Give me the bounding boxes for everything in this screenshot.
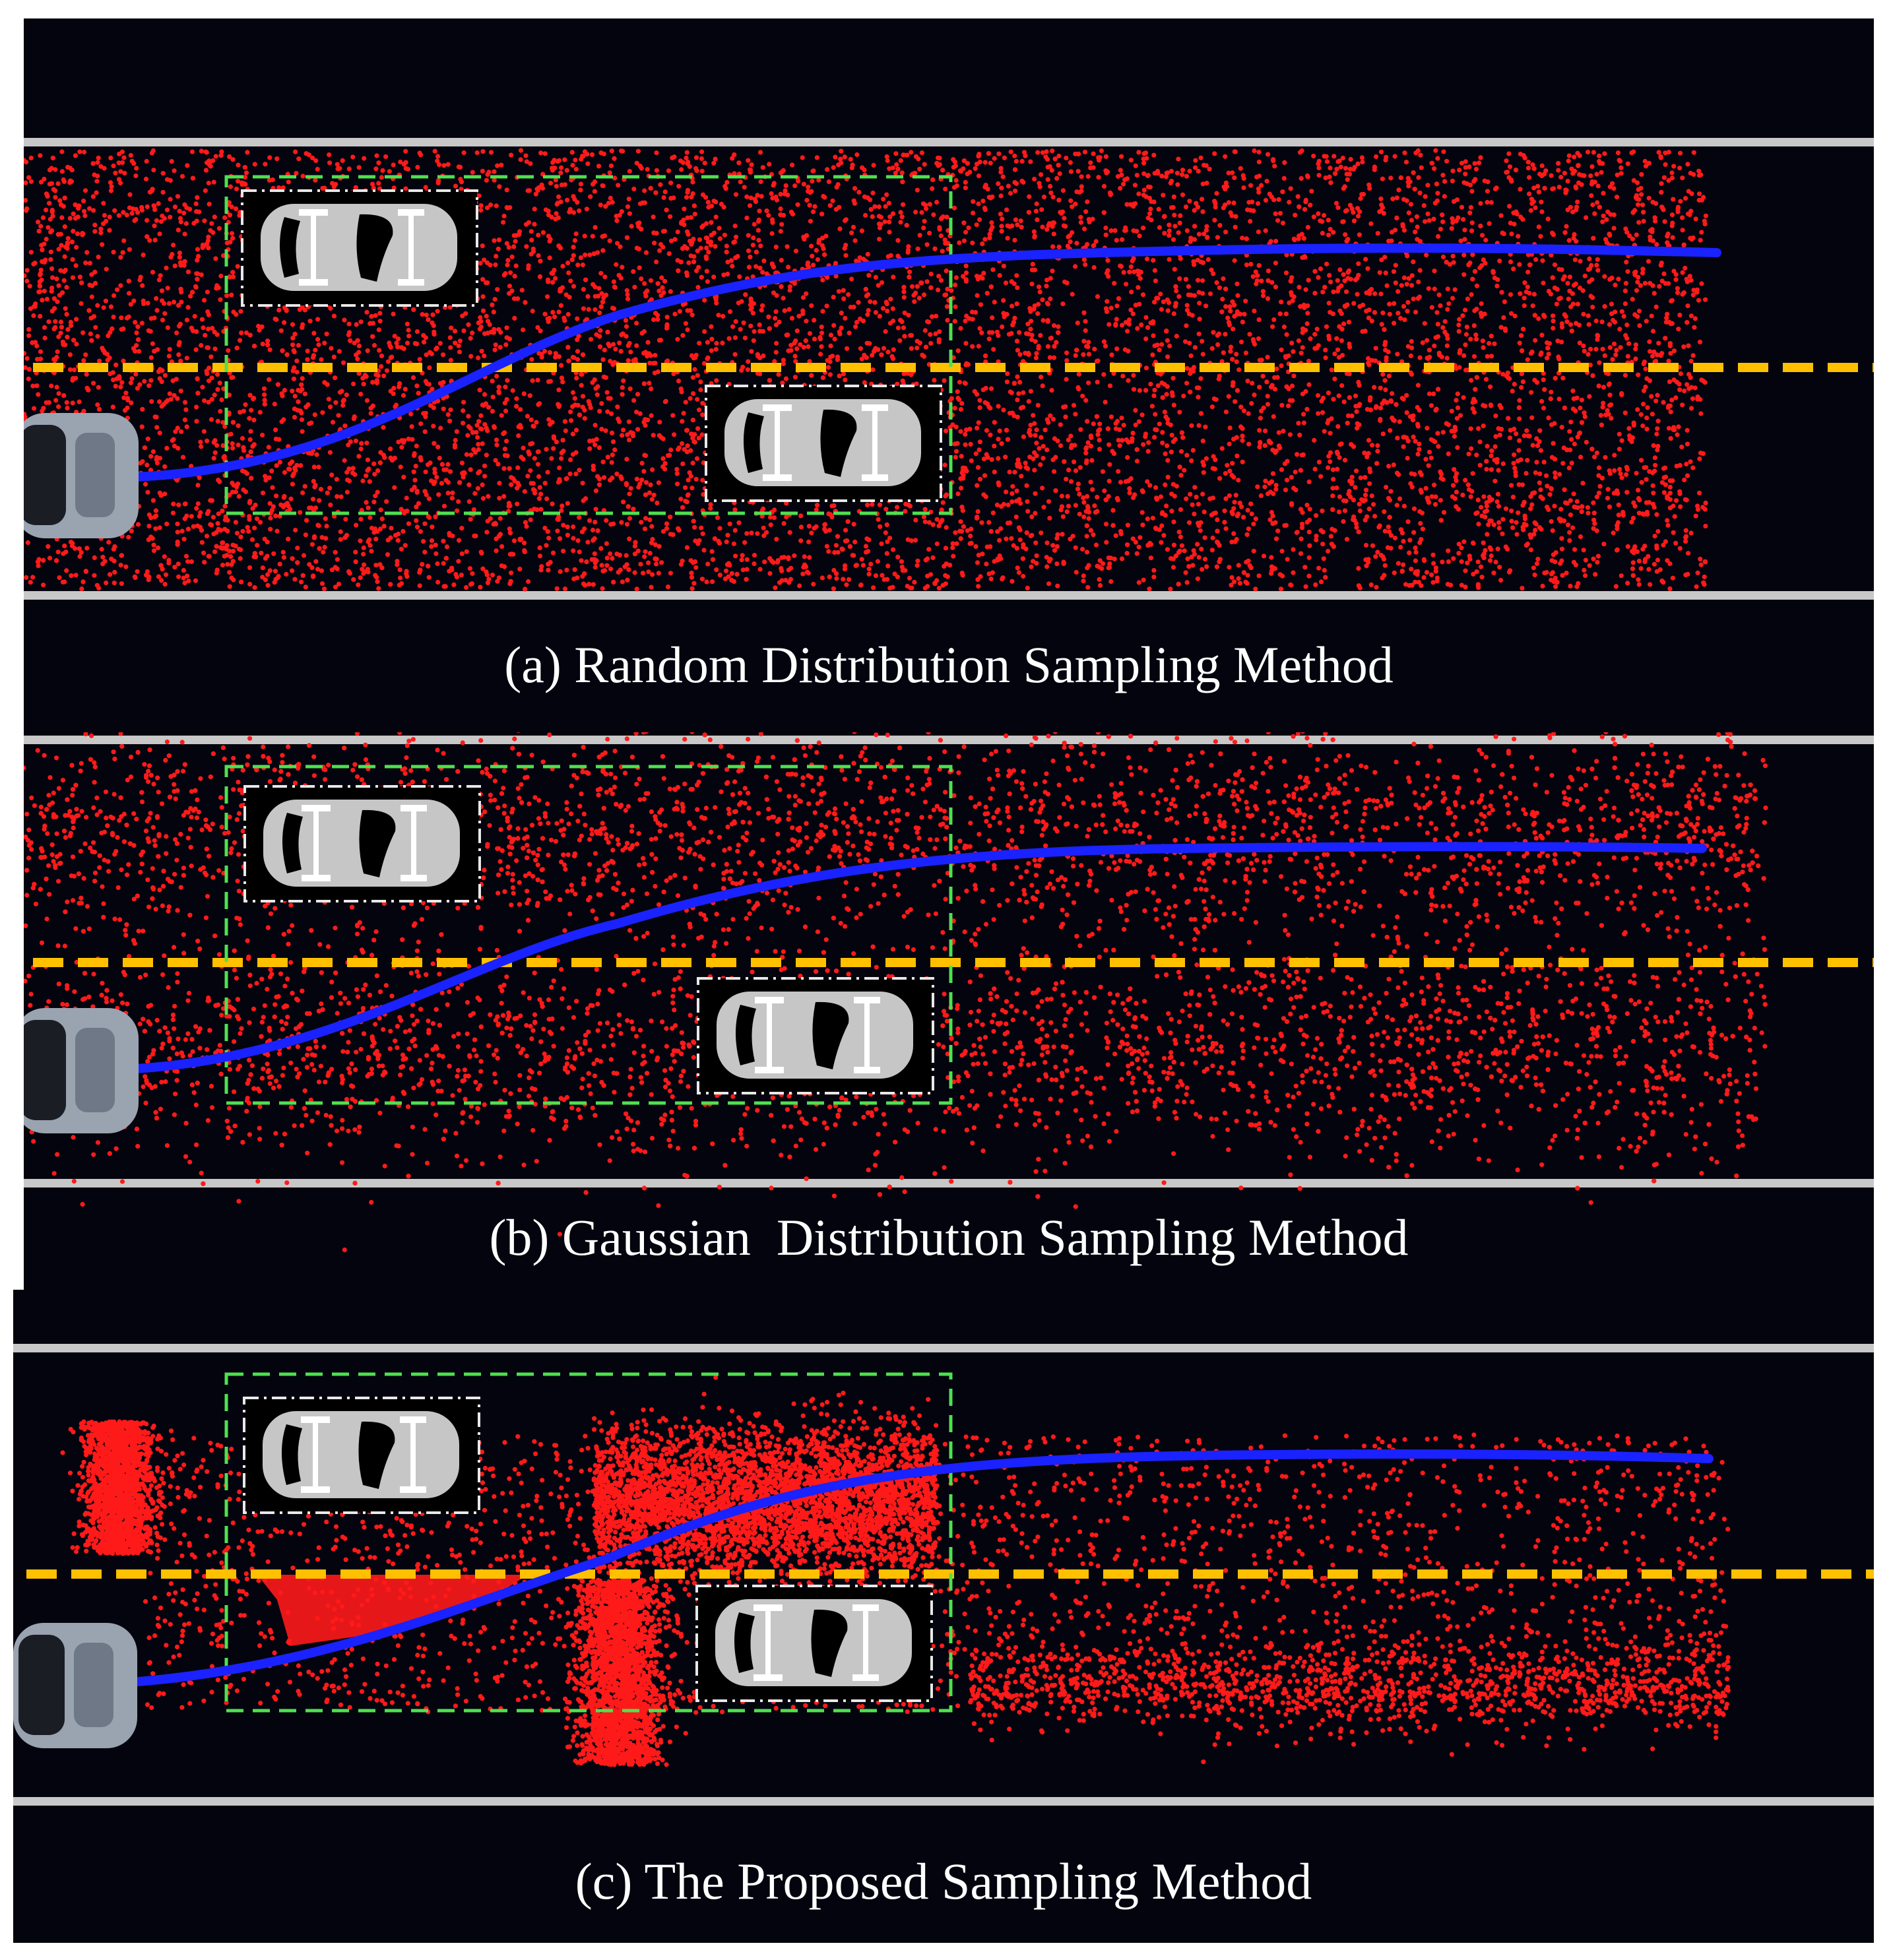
obstacle-car-2 <box>695 1585 933 1702</box>
planned-path <box>134 1449 1714 1686</box>
obstacle-car-icon <box>724 399 921 486</box>
panel-a: (a) Random Distribution Sampling Method <box>24 18 1874 732</box>
obstacle-car-1 <box>243 785 481 902</box>
obstacle-car-2 <box>705 385 942 502</box>
obstacle-region-box <box>224 765 953 1105</box>
panel-a-scene <box>24 18 1874 732</box>
lane-boundary-top <box>24 736 1874 744</box>
caption-c: (c) The Proposed Sampling Method <box>13 1856 1874 1907</box>
obstacle-region-box <box>224 1372 953 1713</box>
obstacle-car-1 <box>241 189 478 307</box>
lane-boundary-bottom <box>24 591 1874 600</box>
dense-sample-wedge <box>257 1575 528 1646</box>
road-surface <box>24 18 1874 732</box>
caption-b: (b) Gaussian Distribution Sampling Metho… <box>24 1212 1874 1263</box>
lane-boundary-top <box>13 1344 1874 1352</box>
obstacle-car-icon <box>261 204 457 291</box>
sample-points <box>24 732 1768 1253</box>
obstacle-car-icon <box>715 1599 912 1686</box>
caption-a: (a) Random Distribution Sampling Method <box>24 639 1874 691</box>
lane-boundary-bottom <box>13 1797 1874 1806</box>
lane-boundary-bottom <box>24 1179 1874 1187</box>
ego-car-icon <box>24 1008 139 1133</box>
lane-boundary-top <box>24 138 1874 146</box>
panel-b: (b) Gaussian Distribution Sampling Metho… <box>24 732 1874 1290</box>
planned-path <box>131 842 1707 1073</box>
ego-car-icon <box>13 1623 137 1748</box>
ego-car-icon <box>24 413 139 538</box>
obstacle-car-icon <box>717 992 913 1079</box>
planned-path <box>131 243 1721 482</box>
panel-c-scene <box>13 1290 1874 1943</box>
panel-b-scene <box>24 732 1874 1290</box>
panel-c: (c) The Proposed Sampling Method <box>13 1290 1874 1943</box>
obstacle-region-box <box>224 175 953 515</box>
obstacle-car-icon <box>263 800 460 887</box>
obstacle-car-icon <box>263 1411 459 1498</box>
obstacle-car-2 <box>697 977 934 1094</box>
obstacle-car-1 <box>243 1397 480 1514</box>
